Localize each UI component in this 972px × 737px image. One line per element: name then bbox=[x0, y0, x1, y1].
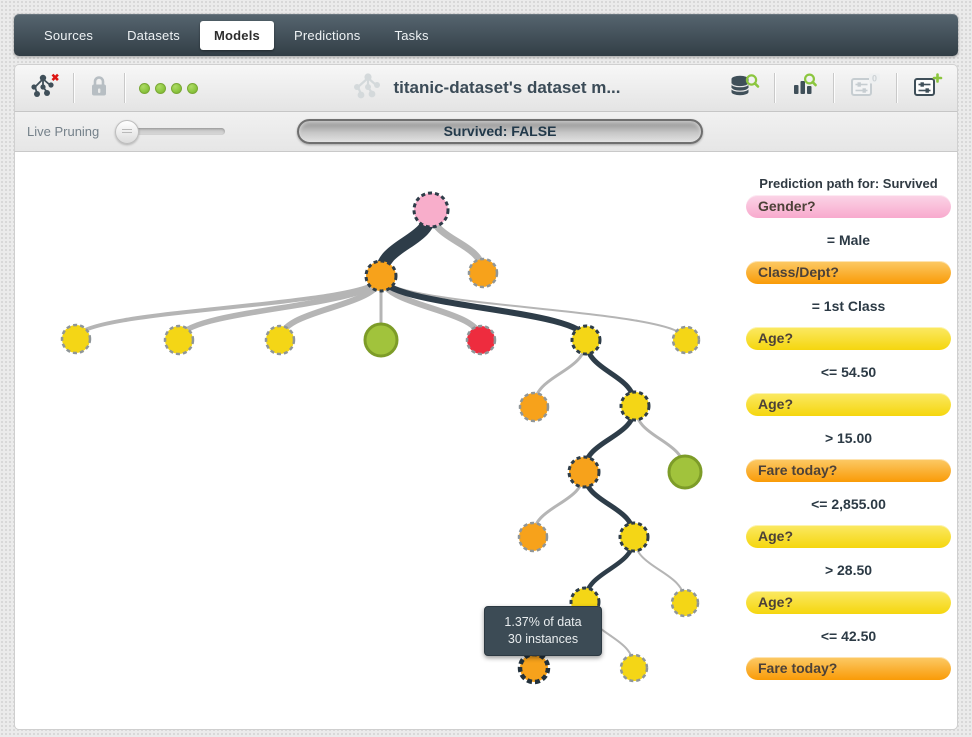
path-field-age[interactable]: Age? bbox=[746, 591, 951, 614]
status-dot bbox=[187, 82, 198, 94]
tree-node[interactable] bbox=[467, 257, 499, 289]
tree-node[interactable] bbox=[567, 455, 601, 489]
status-dot bbox=[155, 82, 166, 94]
prediction-path-panel: Prediction path for: Survived Gender? = … bbox=[746, 176, 951, 694]
sliders-zero-icon: 0 bbox=[848, 72, 882, 105]
status-dot bbox=[171, 82, 182, 94]
model-icon bbox=[351, 71, 385, 106]
live-pruning-label: Live Pruning bbox=[27, 124, 100, 139]
tooltip-percent: 1.37% of data bbox=[504, 615, 582, 629]
tree-node[interactable] bbox=[163, 324, 195, 356]
page-title: titanic-dataset's dataset m... bbox=[393, 78, 621, 97]
tree-node[interactable] bbox=[618, 521, 650, 553]
path-field-class-dept[interactable]: Class/Dept? bbox=[746, 261, 951, 284]
nav-tab-tasks[interactable]: Tasks bbox=[394, 27, 429, 43]
path-condition: > 15.00 bbox=[824, 430, 873, 446]
path-condition: > 28.50 bbox=[824, 562, 873, 578]
path-condition: <= 54.50 bbox=[820, 364, 877, 380]
path-condition: = 1st Class bbox=[811, 298, 886, 314]
lock-button[interactable] bbox=[74, 73, 124, 104]
zero-badge: 0 bbox=[872, 73, 877, 83]
model-tree-delete-icon: ✖ bbox=[29, 73, 59, 104]
path-field-fare[interactable]: Fare today? bbox=[746, 657, 951, 680]
bar-chart-search-icon bbox=[789, 72, 819, 105]
tree-node[interactable] bbox=[517, 651, 551, 685]
svg-text:✖: ✖ bbox=[51, 73, 59, 84]
path-condition: <= 2,855.00 bbox=[811, 496, 886, 512]
top-navbar: Sources Datasets Models Predictions Task… bbox=[14, 14, 958, 56]
nav-tab-datasets[interactable]: Datasets bbox=[127, 27, 180, 43]
options-bar: Live Pruning Survived: FALSE bbox=[14, 112, 958, 152]
objective-prediction-pill[interactable]: Survived: FALSE bbox=[297, 119, 703, 144]
path-condition: <= 42.50 bbox=[820, 628, 877, 644]
toolbar-separator bbox=[73, 73, 74, 103]
nav-tab-predictions[interactable]: Predictions bbox=[293, 27, 361, 43]
path-condition: = Male bbox=[826, 232, 871, 248]
prediction-path-title: Prediction path for: Survived bbox=[759, 176, 938, 191]
toolbar-separator bbox=[833, 73, 834, 103]
model-toolbar: ✖ bbox=[14, 64, 958, 112]
path-field-age[interactable]: Age? bbox=[746, 525, 951, 548]
tree-node[interactable] bbox=[412, 191, 450, 229]
tree-node[interactable] bbox=[364, 259, 398, 293]
node-tooltip: 1.37% of data 30 instances bbox=[484, 606, 602, 656]
path-field-age[interactable]: Age? bbox=[746, 393, 951, 416]
status-dots bbox=[125, 82, 212, 94]
tree-node[interactable] bbox=[517, 521, 549, 553]
inspect-dataset-button[interactable] bbox=[714, 72, 774, 105]
tree-node[interactable] bbox=[619, 653, 649, 683]
tree-node[interactable] bbox=[671, 325, 701, 355]
nav-tab-models[interactable]: Models bbox=[200, 20, 274, 50]
model-summary-button[interactable] bbox=[775, 72, 833, 105]
status-dot bbox=[139, 82, 150, 94]
predictions-count-button[interactable]: 0 bbox=[834, 72, 896, 105]
path-field-fare[interactable]: Fare today? bbox=[746, 459, 951, 482]
tree-node[interactable] bbox=[670, 588, 700, 618]
new-prediction-button[interactable] bbox=[897, 72, 957, 105]
lock-icon bbox=[88, 73, 110, 104]
delete-model-button[interactable]: ✖ bbox=[15, 73, 73, 104]
path-field-age[interactable]: Age? bbox=[746, 327, 951, 350]
pruning-slider-track[interactable] bbox=[115, 120, 225, 144]
toolbar-separator bbox=[124, 73, 125, 103]
tree-node[interactable] bbox=[667, 454, 703, 490]
path-field-gender[interactable]: Gender? bbox=[746, 195, 951, 218]
tree-node[interactable] bbox=[518, 391, 550, 423]
tree-node[interactable] bbox=[570, 324, 602, 356]
pruning-slider-handle[interactable] bbox=[115, 120, 139, 144]
dataset-search-icon bbox=[728, 72, 760, 105]
tooltip-instances: 30 instances bbox=[507, 632, 579, 646]
tree-node[interactable] bbox=[363, 322, 399, 358]
model-canvas: 1.37% of data 30 instances Prediction pa… bbox=[14, 152, 958, 730]
tree-node[interactable] bbox=[465, 324, 497, 356]
toolbar-separator bbox=[774, 73, 775, 103]
toolbar-separator bbox=[896, 73, 897, 103]
tree-node[interactable] bbox=[60, 323, 92, 355]
nav-tab-sources[interactable]: Sources bbox=[44, 27, 94, 43]
sliders-plus-icon bbox=[911, 72, 943, 105]
tree-node[interactable] bbox=[264, 324, 296, 356]
tree-node[interactable] bbox=[619, 390, 651, 422]
